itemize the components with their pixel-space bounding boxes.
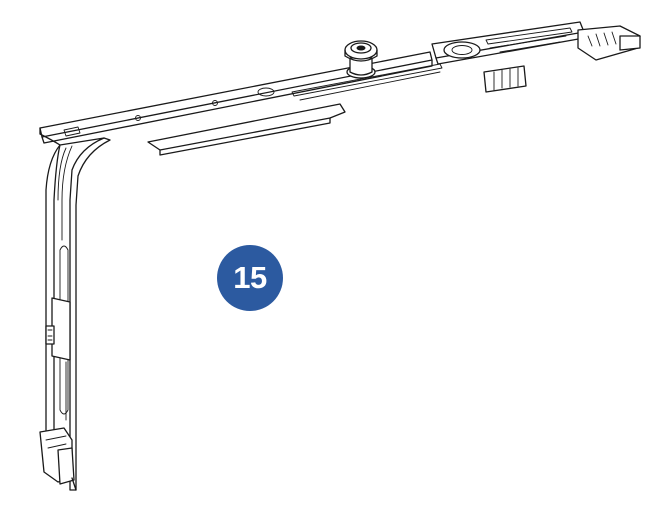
side-latch xyxy=(45,297,71,361)
top-rail xyxy=(39,51,443,156)
corner-and-vertical-rail xyxy=(39,127,111,491)
callout-number-badge: 15 xyxy=(217,245,283,311)
bottom-clip xyxy=(39,427,77,491)
slide-mechanism xyxy=(431,21,641,93)
roller-pin xyxy=(344,40,378,79)
